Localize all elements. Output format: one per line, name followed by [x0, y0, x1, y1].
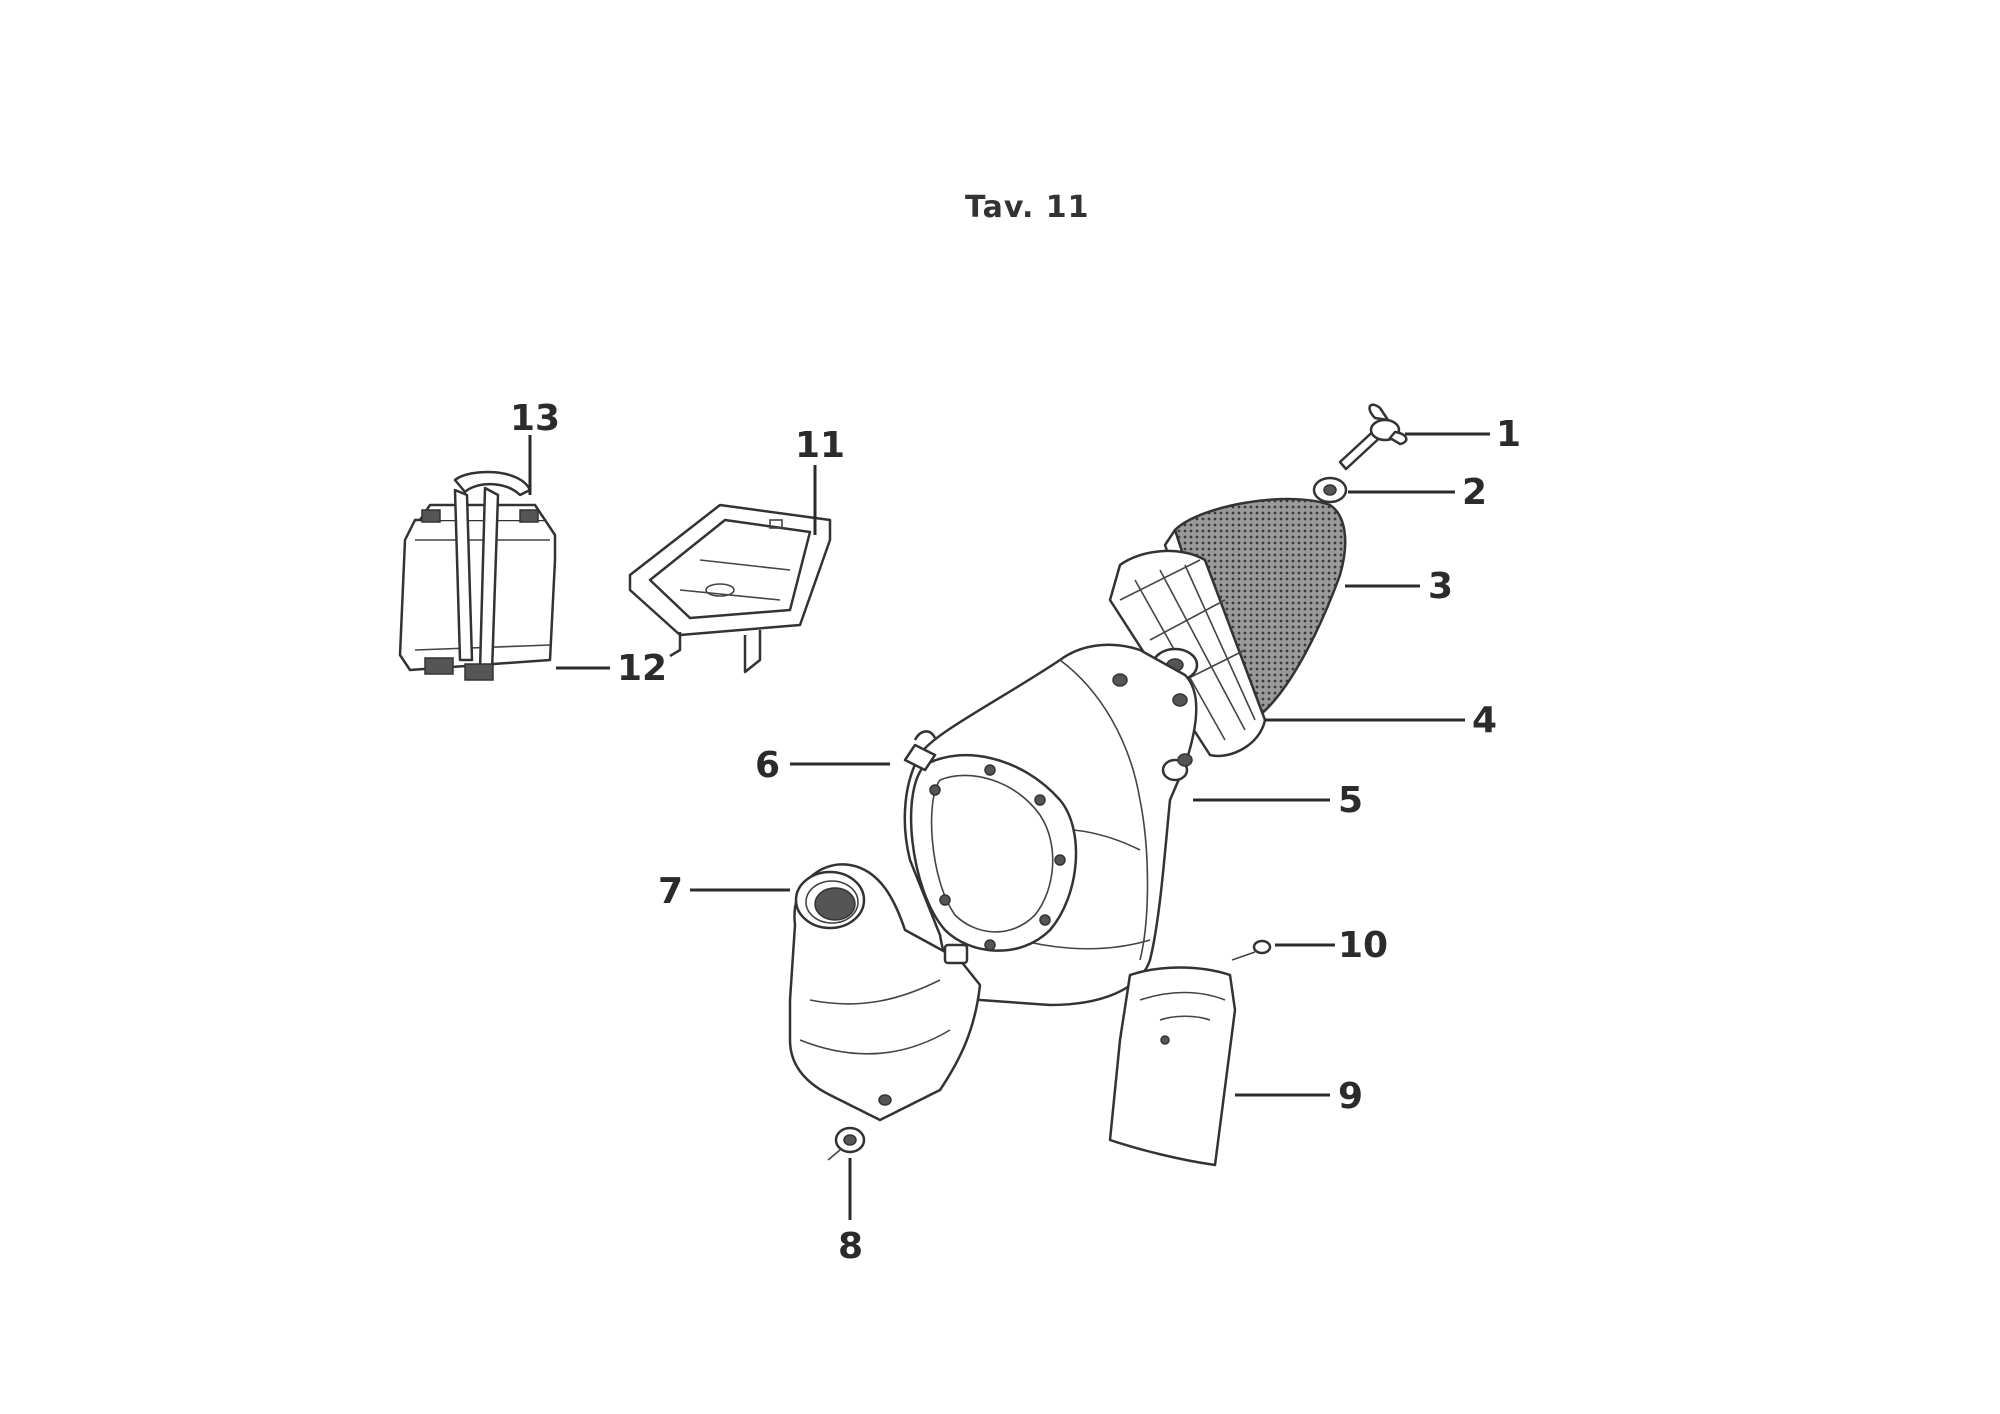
battery-strap-part — [424, 470, 532, 681]
washer-part — [1312, 476, 1348, 504]
drain-plug-part — [827, 1126, 866, 1161]
callout-1: 1 — [1496, 414, 1521, 455]
battery-part — [398, 503, 557, 672]
callout-10: 10 — [1338, 925, 1388, 966]
callout-12: 12 — [617, 648, 667, 689]
callout-2: 2 — [1462, 472, 1487, 513]
callout-4: 4 — [1472, 700, 1497, 741]
callout-leaders — [528, 432, 1490, 1220]
callout-9: 9 — [1338, 1076, 1363, 1117]
callout-3: 3 — [1428, 566, 1453, 607]
callout-6: 6 — [755, 745, 780, 786]
callout-5: 5 — [1338, 780, 1363, 821]
callout-13: 13 — [510, 398, 560, 439]
screw-part — [1231, 939, 1272, 961]
splash-guard-part — [1108, 966, 1237, 1167]
intake-duct-part — [788, 863, 982, 1122]
callout-labels: 1 2 3 4 5 6 7 8 9 10 11 12 13 — [510, 398, 1521, 1267]
callout-8: 8 — [838, 1226, 863, 1267]
air-box-part — [903, 643, 1198, 1007]
callout-11: 11 — [795, 425, 845, 466]
battery-tray-part — [628, 503, 832, 674]
wing-bolt-part — [1338, 403, 1408, 471]
callout-7: 7 — [658, 871, 683, 912]
page-title: Tav. 11 — [965, 190, 1090, 225]
